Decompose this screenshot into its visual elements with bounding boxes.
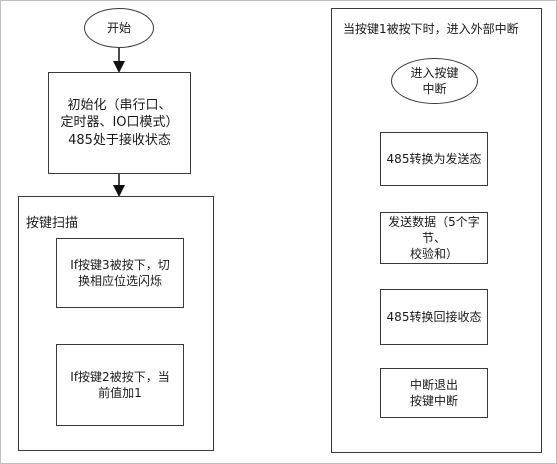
key-scan-title: 按键扫描	[26, 216, 79, 231]
key2-process: If按键2被按下，当 前值加1	[56, 344, 184, 426]
to-receive-mode-label: 485转换回接收态	[386, 309, 482, 324]
start-terminal: 开始	[84, 8, 154, 48]
start-label: 开始	[106, 20, 131, 35]
exit-interrupt-process: 中断退出 按键中断	[380, 368, 488, 418]
send-data-process: 发送数据（5个字 节、 校验和）	[380, 212, 488, 264]
init-process: 初始化（串行口、 定时器、IO口模式） 485处于接收状态	[48, 72, 191, 174]
send-data-label: 发送数据（5个字 节、 校验和）	[388, 214, 480, 262]
key2-label: If按键2被按下，当 前值加1	[70, 369, 170, 400]
exit-interrupt-label: 中断退出 按键中断	[409, 377, 458, 408]
key3-label: If按键3被按下，切 换相应位选闪烁	[70, 257, 170, 288]
to-receive-mode-process: 485转换回接收态	[380, 289, 488, 345]
enter-interrupt-terminal: 进入按键 中断	[391, 58, 478, 104]
enter-interrupt-label: 进入按键 中断	[410, 65, 459, 96]
interrupt-title: 当按键1被按下时，进入外部中断	[343, 22, 519, 36]
to-send-mode-process: 485转换为发送态	[380, 132, 488, 186]
init-label: 初始化（串行口、 定时器、IO口模式） 485处于接收状态	[60, 97, 179, 148]
key3-process: If按键3被按下，切 换相应位选闪烁	[56, 238, 184, 308]
to-send-mode-label: 485转换为发送态	[386, 151, 482, 166]
